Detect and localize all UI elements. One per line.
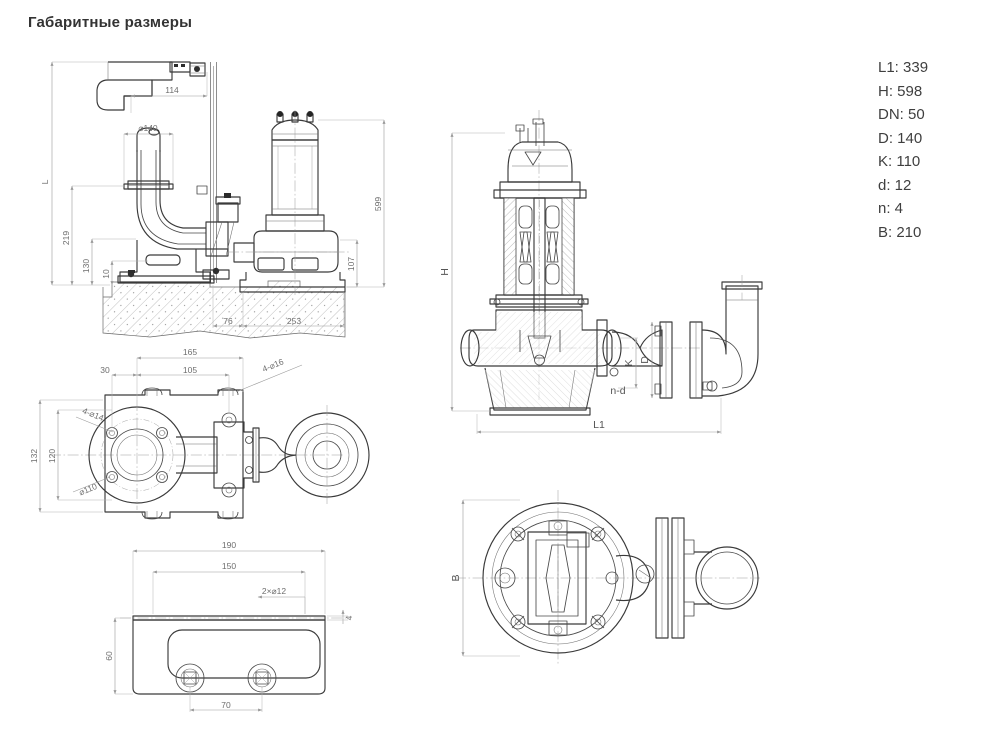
- spec-row-l1: L1: 339: [878, 59, 929, 76]
- dimensions-coupling-plan: 165 30 105 132 120 4-⌀14 ⌀110 4-⌀16: [29, 347, 303, 513]
- view-pump-bottom: B: [450, 490, 760, 665]
- coupling-seat: [196, 185, 241, 280]
- bottom-discharge-branch: [615, 517, 759, 639]
- dim-60: 60: [104, 651, 114, 661]
- dim-H: H: [439, 268, 451, 276]
- dim-2xd12: 2×⌀12: [262, 586, 287, 596]
- dim-L1: L1: [593, 419, 605, 431]
- dim-10: 10: [101, 269, 111, 279]
- dim-70: 70: [221, 700, 231, 710]
- spec-row-k: K: 110: [878, 153, 921, 170]
- dim-30: 30: [100, 365, 110, 375]
- dim-L: L: [40, 179, 50, 184]
- dimensions-bracket-front: 190 150 2×⌀12 60 70 4: [104, 540, 354, 712]
- volute-plan-circles: [284, 405, 370, 505]
- spec-row-d-bolt: d: 12: [878, 176, 912, 194]
- pump-head: [493, 118, 587, 199]
- spec-row-dn: DN: 50: [878, 106, 925, 123]
- dim-190: 190: [222, 540, 236, 550]
- specs-list: L1: 339 H: 598 DN: 50 D: 140 K: 110 d: 1…: [878, 56, 928, 244]
- strainer-bottom-circles: [482, 502, 634, 654]
- pump-unit-elevation: [228, 110, 350, 295]
- dim-150: 150: [222, 561, 236, 571]
- dim-132: 132: [29, 449, 39, 463]
- guide-rail-assembly: [96, 61, 217, 283]
- dim-599: 599: [373, 197, 383, 211]
- dim-110: ⌀110: [77, 481, 98, 497]
- dimensions-pump-section: H L1 K D n-d: [439, 132, 722, 434]
- view-coupling-plan: 165 30 105 132 120 4-⌀14 ⌀110 4-⌀16: [29, 347, 370, 520]
- dim-B: B: [450, 574, 462, 581]
- dim-D: D: [639, 356, 651, 364]
- view-pump-section: H L1 K D n-d: [439, 110, 763, 434]
- dim-K: K: [623, 359, 635, 366]
- spec-row-h: H: 598: [878, 82, 923, 100]
- dim-n-d: n-d: [610, 385, 625, 397]
- spec-row-d-major: D: 140: [878, 129, 923, 147]
- dim-130: 130: [81, 259, 91, 273]
- dim-165: 165: [183, 347, 197, 357]
- dim-107: 107: [346, 257, 356, 271]
- view-install-elevation: L 114 ⌀140 219 130 10 107: [40, 61, 386, 339]
- dim-105: 105: [183, 365, 197, 375]
- spec-row-n: n: 4: [878, 200, 904, 217]
- discharge-elbow: [117, 127, 215, 284]
- dim-219: 219: [61, 231, 71, 245]
- dim-4xd16: 4-⌀16: [261, 356, 286, 374]
- spec-row-b: B: 210: [878, 223, 922, 241]
- dim-120: 120: [47, 449, 57, 463]
- dim-4: 4: [344, 615, 354, 620]
- concrete-foundation: [102, 280, 346, 339]
- dim-114: 114: [165, 85, 179, 95]
- view-bracket-front: 190 150 2×⌀12 60 70 4: [104, 540, 354, 712]
- dimensions-pump-bottom: B: [450, 499, 520, 657]
- page-title: Габаритные размеры: [28, 14, 193, 31]
- dim-253: 253: [287, 316, 301, 326]
- dim-76: 76: [223, 316, 233, 326]
- dimensions-install-elevation: L 114 ⌀140 219 130 10 107: [40, 61, 386, 328]
- volute-section: [460, 309, 622, 416]
- outlet-elbow-right: [689, 275, 763, 399]
- dim-140: ⌀140: [138, 123, 158, 133]
